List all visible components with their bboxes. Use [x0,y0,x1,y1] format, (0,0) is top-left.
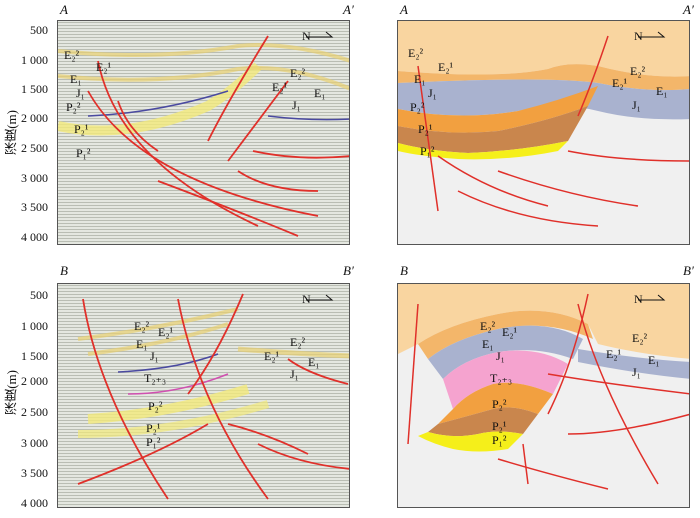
unit-label: P₂² [148,399,163,413]
section-label-A-prime-model: A′ [683,2,694,17]
north-indicator: N [302,292,334,307]
unit-label: E₂¹ [502,325,518,339]
unit-label: P₂¹ [146,421,161,435]
north-indicator: N [634,29,666,44]
tick-label: 3 500 [21,200,48,214]
unit-label: P₂¹ [418,122,433,136]
unit-label: E₂² [632,331,648,345]
unit-label: E₁ [414,72,426,86]
model-image-A [398,21,689,244]
unit-label: E₁ [308,355,320,369]
unit-label: E₂² [408,46,424,60]
tick-label: 4 000 [21,496,48,510]
unit-label: E₂¹ [606,347,622,361]
north-arrow-icon [638,31,666,38]
unit-label: J₁ [76,86,85,100]
section-label-B-prime: B′ [343,263,354,278]
unit-label: E₁ [482,337,494,351]
tick-label: 500 [30,23,48,37]
unit-label: P₁² [146,435,161,449]
tick-label: 500 [30,288,48,302]
unit-label: P₂² [410,100,425,114]
unit-label: T₂₊₃ [144,371,167,385]
tick-label: 2 000 [21,111,48,125]
section-label-A: A [60,2,68,17]
unit-label: E₂¹ [612,76,628,90]
unit-label: E₂¹ [438,60,454,74]
unit-label: E₁ [314,86,326,100]
model-section-B: N E₂² E₂¹ E₁ J₁ T₂₊₃ P₂² P₂¹ P₁² E₂¹ E₂²… [397,283,690,508]
unit-label: J₁ [428,86,437,100]
tick-label: 1 500 [21,349,48,363]
tick-label: 1 500 [21,82,48,96]
unit-label: J₁ [632,365,641,379]
seismic-section-B: N E₂² E₂¹ E₁ J₁ T₂₊₃ P₂² P₂¹ P₁² E₂¹ E₂²… [57,283,350,508]
unit-label: P₂¹ [74,122,89,136]
unit-label: E₁ [656,84,668,98]
unit-label: E₂² [290,66,306,80]
unit-label: E₂² [290,335,306,349]
tick-label: 3 000 [21,171,48,185]
unit-label: E₂¹ [158,325,174,339]
unit-label: E₂² [480,319,496,333]
unit-label: E₂¹ [264,349,280,363]
section-label-A-model: A [400,2,408,17]
north-indicator: N [302,29,334,44]
section-label-B-prime-model: B′ [683,263,694,278]
unit-label: E₂² [630,64,646,78]
seismic-section-A: N E₂² E₂¹ E₁ J₁ P₂² P₂¹ P₁² E₂² E₂¹ E₁ J… [57,20,350,245]
tick-label: 3 000 [21,436,48,450]
unit-label: T₂₊₃ [490,371,513,385]
unit-label: E₁ [70,72,82,86]
unit-label: J₁ [290,367,299,381]
unit-label: J₁ [496,349,505,363]
seismic-image-A [58,21,349,244]
north-arrow-icon [638,294,666,301]
tick-label: 3 500 [21,466,48,480]
tick-label: 2 500 [21,405,48,419]
unit-label: E₂² [134,319,150,333]
unit-label: P₂² [492,397,507,411]
north-arrow-icon [306,31,334,38]
tick-label: 2 500 [21,141,48,155]
section-label-A-prime: A′ [343,2,354,17]
unit-label: P₂² [66,100,81,114]
unit-label: E₁ [648,353,660,367]
tick-label: 4 000 [21,230,48,244]
unit-label: E₂¹ [272,80,288,94]
unit-label: J₁ [632,98,641,112]
unit-label: E₂² [64,48,80,62]
unit-label: P₂¹ [492,419,507,433]
north-indicator: N [634,292,666,307]
unit-label: P₁² [76,146,91,160]
tick-label: 1 000 [21,53,48,67]
unit-label: J₁ [150,349,159,363]
unit-label: E₂¹ [96,60,112,74]
unit-label: J₁ [292,98,301,112]
unit-label: P₁² [420,144,435,158]
model-image-B [398,284,689,507]
model-section-A: N E₂² E₂¹ E₁ J₁ P₂² P₂¹ P₁² E₂² E₂¹ E₁ J… [397,20,690,245]
unit-label: P₁² [492,433,507,447]
tick-label: 2 000 [21,374,48,388]
seismic-image-B [58,284,349,507]
tick-label: 1 000 [21,319,48,333]
north-arrow-icon [306,294,334,301]
unit-label: E₁ [136,337,148,351]
section-label-B: B [60,263,68,278]
section-label-B-model: B [400,263,408,278]
